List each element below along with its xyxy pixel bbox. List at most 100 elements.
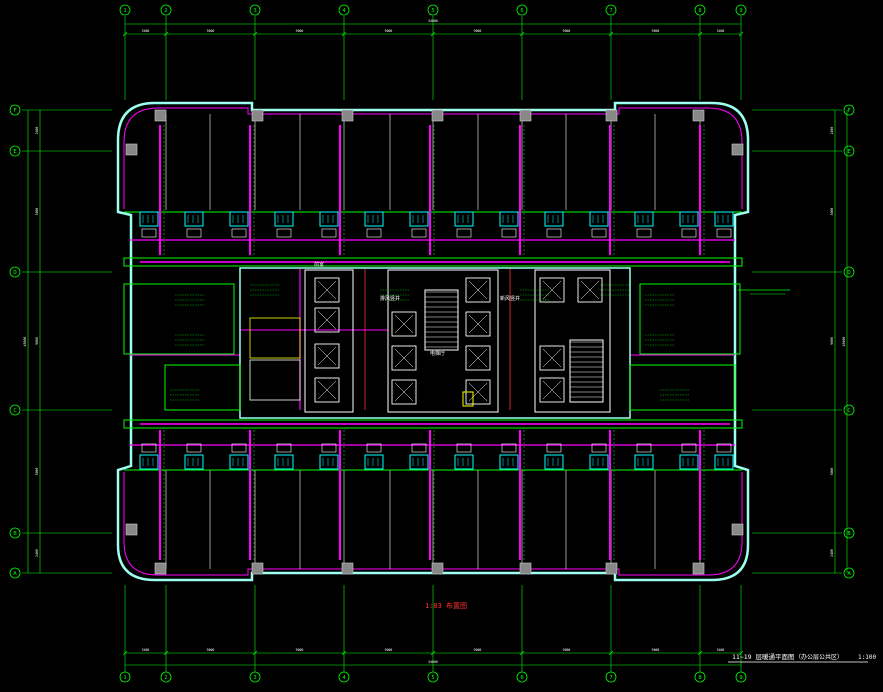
room-label-vestibule: 前室 xyxy=(314,261,324,268)
office-partitions xyxy=(124,114,742,569)
grid-bubble-bottom-5-label: 5 xyxy=(431,675,434,681)
grid-bubble-bottom-3 xyxy=(249,671,261,683)
top-dim-4: 9000 xyxy=(474,29,482,33)
grid-bubble-left-A-label: A xyxy=(13,571,17,577)
grid-bubble-bottom-8-label: 8 xyxy=(698,675,701,681)
left-dim-2: 9000 xyxy=(35,337,39,345)
grid-bubble-bottom-2-label: 2 xyxy=(164,675,167,681)
grid-bubble-bottom-7-label: 7 xyxy=(609,675,612,681)
grid-bubble-right-E-label: E xyxy=(847,149,850,155)
grid-bubble-right-D-label: D xyxy=(847,270,850,276)
south-corridor xyxy=(123,419,743,429)
grid-bubble-left-E xyxy=(9,145,21,157)
grid-bubble-bottom-9 xyxy=(735,671,747,683)
right-dim-4: 2400 xyxy=(830,549,834,557)
grid-bubble-bottom-4 xyxy=(338,671,350,683)
grid-bubble-top-1-label: 1 xyxy=(123,8,126,14)
grid-bubble-top-7-label: 7 xyxy=(609,8,612,14)
grid-bubble-right-B xyxy=(843,527,855,539)
grid-bubble-top-9-label: 9 xyxy=(739,8,742,14)
grid-bubble-bottom-1 xyxy=(119,671,131,683)
grid-bubble-left-E-label: E xyxy=(13,149,16,155)
top-dim-5: 9000 xyxy=(563,29,571,33)
building-core xyxy=(239,267,631,419)
title-block: 11~19 层暖通平面图 （办公层公共区） 1:100 xyxy=(728,652,876,663)
duct-runs xyxy=(130,125,735,560)
grid-bubble-left-F-label: F xyxy=(13,108,16,114)
grid-bubble-left-C-label: C xyxy=(13,408,16,414)
grid-bubble-top-6 xyxy=(516,4,528,16)
grid-bubble-right-A xyxy=(843,567,855,579)
grid-bubble-top-9 xyxy=(735,4,747,16)
grid-bubble-right-F-label: F xyxy=(847,108,850,114)
grid-bubble-right-F xyxy=(843,104,855,116)
grid-bubble-bottom-8 xyxy=(694,671,706,683)
grid-bubble-bottom-1-label: 1 xyxy=(123,675,126,681)
grid-bubble-right-E xyxy=(843,145,855,157)
left-dim-1: 5000 xyxy=(35,208,39,216)
left-dim-0: 2400 xyxy=(35,127,39,135)
grid-bubble-bottom-2 xyxy=(160,671,172,683)
grid-bubble-bottom-5 xyxy=(427,671,439,683)
grid-lines xyxy=(22,16,842,672)
room-label-fresh-air-shaft: 新风竖井 xyxy=(500,295,520,302)
left-dim-3: 5000 xyxy=(35,468,39,476)
top-dim-total: 54000 xyxy=(428,19,438,23)
top-dim-7: 3400 xyxy=(717,29,725,33)
grid-bubble-right-B-label: B xyxy=(847,531,851,537)
grid-bubble-top-6-label: 6 xyxy=(520,8,523,14)
side-rooms xyxy=(123,283,741,411)
elevator-shafts xyxy=(314,277,603,405)
stair-core xyxy=(424,289,604,403)
grid-bubble-left-B-label: B xyxy=(13,531,17,537)
grid-bubble-bottom-6 xyxy=(516,671,528,683)
grid-bubble-left-D-label: D xyxy=(13,270,16,276)
right-dim-3: 5000 xyxy=(830,468,834,476)
grid-bubble-right-A-label: A xyxy=(847,571,851,577)
grid-bubble-top-3-label: 3 xyxy=(253,8,256,14)
right-dim-2: 9000 xyxy=(830,337,834,345)
bottom-dim-total: 54000 xyxy=(428,660,438,664)
grid-bubble-top-2 xyxy=(160,4,172,16)
bottom-dim-2: 9000 xyxy=(296,648,304,652)
grid-bubble-right-C-label: C xyxy=(847,408,850,414)
bottom-dim-1: 9000 xyxy=(207,648,215,652)
bottom-dim-5: 9000 xyxy=(563,648,571,652)
grid-bubble-bottom-7 xyxy=(605,671,617,683)
sheet-scale: 1:100 xyxy=(858,654,876,661)
grid-bubble-top-2-label: 2 xyxy=(164,8,167,14)
grid-bubble-left-F xyxy=(9,104,21,116)
room-label-exhaust-shaft: 排风竖井 xyxy=(380,295,400,302)
grid-bubble-top-4 xyxy=(338,4,350,16)
grid-bubble-left-B xyxy=(9,527,21,539)
sheet-note: （办公层公共区） xyxy=(795,653,843,661)
grid-bubble-left-C xyxy=(9,404,21,416)
right-dim-total: 45000 xyxy=(842,337,846,347)
sheet-title: 11~19 层暖通平面图 xyxy=(732,652,794,661)
plan-caption: 1:83 布置图 xyxy=(425,601,467,610)
left-dim-4: 2400 xyxy=(35,549,39,557)
room-label-elevator-lobby: 电梯厅 xyxy=(430,350,445,357)
grid-bubble-bottom-9-label: 9 xyxy=(739,675,742,681)
north-corridor xyxy=(123,257,743,267)
grid-bubble-left-A xyxy=(9,567,21,579)
top-dim-0: 3400 xyxy=(142,29,150,33)
structural-columns xyxy=(125,109,744,575)
left-dim-total: 45000 xyxy=(23,337,27,347)
fan-coil-units xyxy=(139,211,734,470)
grid-bubble-bottom-6-label: 6 xyxy=(520,675,523,681)
grid-bubble-top-5 xyxy=(427,4,439,16)
building-outline xyxy=(116,101,750,582)
right-dim-0: 2400 xyxy=(830,127,834,135)
grid-bubble-top-1 xyxy=(119,4,131,16)
tiny-annotations xyxy=(170,284,690,401)
grid-bubble-top-7 xyxy=(605,4,617,16)
grid-bubble-bottom-3-label: 3 xyxy=(253,675,256,681)
grid-bubble-bottom-4-label: 4 xyxy=(342,675,346,681)
right-dim-1: 5000 xyxy=(830,208,834,216)
bottom-dim-6: 9000 xyxy=(652,648,660,652)
